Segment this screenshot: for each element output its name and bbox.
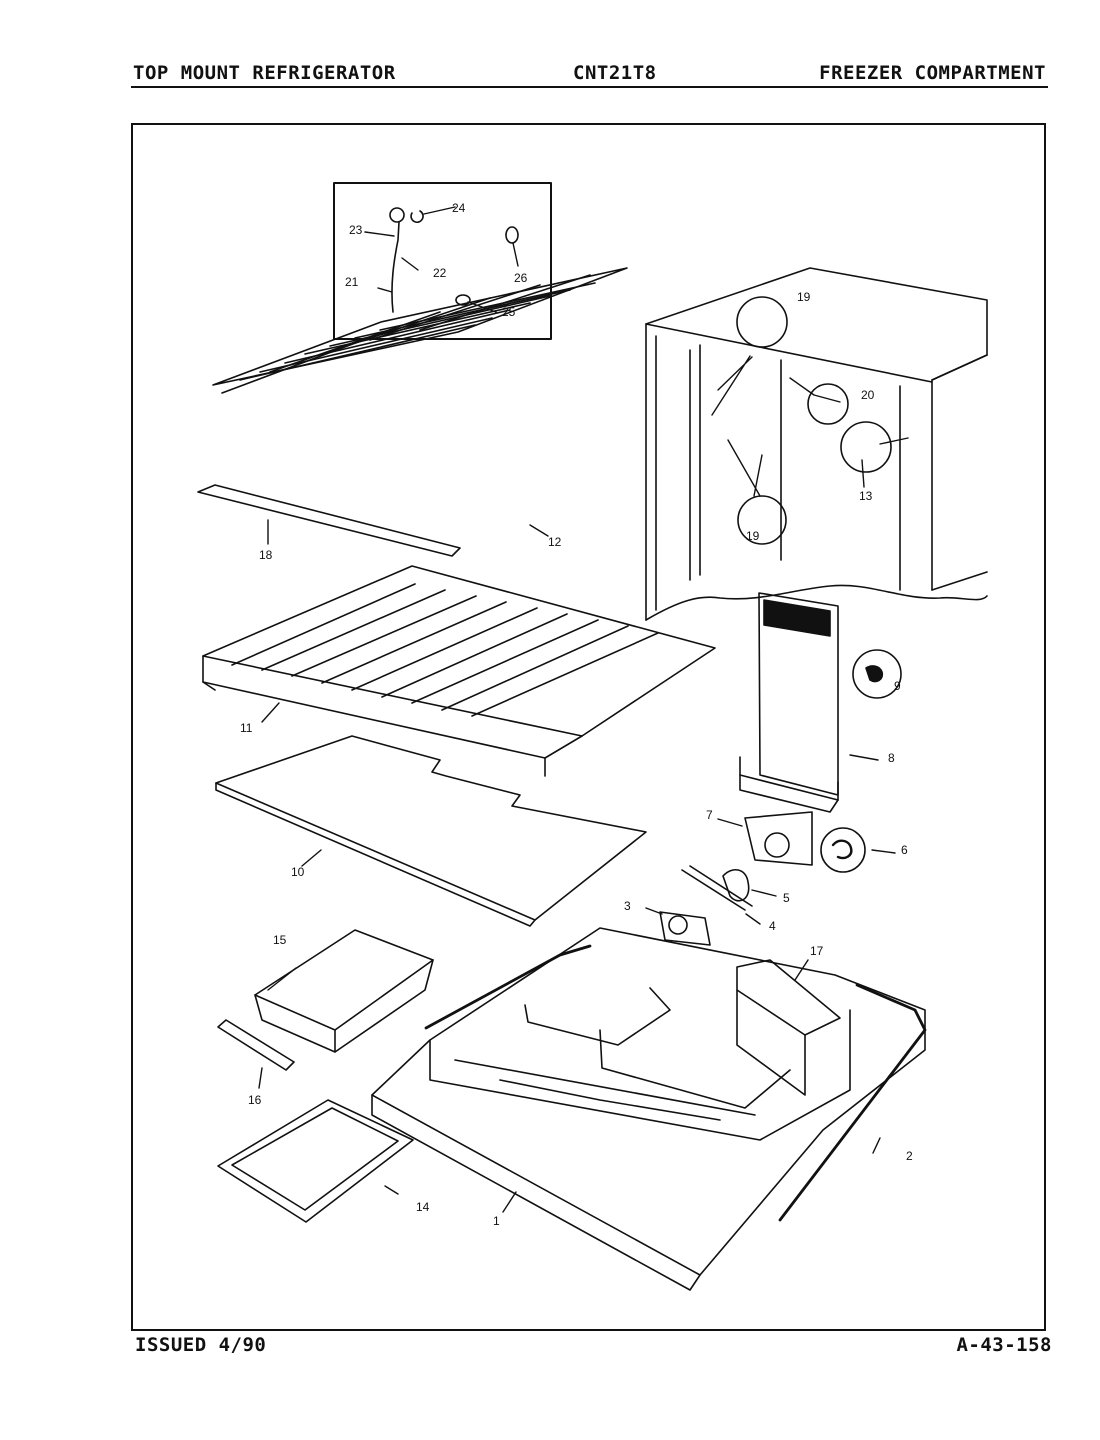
trim-strip (424, 944, 927, 1222)
callout-19-top: 19 (797, 290, 811, 304)
callout-18: 18 (259, 548, 273, 562)
callout-4: 4 (769, 919, 776, 933)
shelf-trim (197, 484, 461, 557)
document-code: A-43-158 (956, 1334, 1052, 1356)
callout-12: 12 (548, 535, 562, 549)
callout-10: 10 (291, 865, 305, 879)
callout-9: 9 (894, 679, 901, 693)
inset-small-parts (333, 182, 552, 340)
panel-insulation (215, 735, 647, 927)
header-rule (131, 86, 1048, 88)
freezer-shelf-tray (202, 565, 716, 777)
callout-15: 15 (273, 933, 287, 947)
callout-14: 14 (416, 1200, 430, 1214)
callout-20: 20 (861, 388, 875, 402)
callout-26: 26 (514, 271, 528, 285)
callout-19-bottom: 19 (746, 529, 760, 543)
callout-1: 1 (493, 1214, 500, 1228)
storage-bin (254, 929, 434, 1053)
callout-7: 7 (706, 808, 713, 822)
callout-bubbles (736, 296, 892, 545)
callout-8: 8 (888, 751, 895, 765)
callout-23: 23 (349, 223, 363, 237)
callout-21: 21 (345, 275, 359, 289)
diagram-frame (131, 123, 1046, 1331)
callout-16: 16 (248, 1093, 262, 1107)
callout-5: 5 (783, 891, 790, 905)
cabinet-freezer-liner (645, 267, 988, 621)
callout-11: 11 (240, 721, 253, 735)
callout-3: 3 (624, 899, 631, 913)
evaporator-cover (739, 592, 902, 813)
ice-cube-tray (217, 1099, 414, 1223)
callout-labels: 1 2 3 4 5 6 7 8 9 10 11 12 13 14 15 16 1… (240, 201, 913, 1228)
header-model-number: CNT21T8 (573, 62, 657, 84)
callout-17: 17 (810, 944, 824, 958)
issue-date: ISSUED 4/90 (135, 1334, 267, 1356)
callout-24: 24 (452, 201, 466, 215)
wire-shelf (212, 267, 628, 394)
air-duct (736, 959, 841, 1096)
header-model-type: TOP MOUNT REFRIGERATOR (133, 62, 396, 84)
callout-13: 13 (859, 489, 873, 503)
callout-25: 25 (502, 305, 516, 319)
bin-front (217, 1019, 295, 1071)
callout-22: 22 (433, 266, 447, 280)
callout-2: 2 (906, 1149, 913, 1163)
header-section-title: FREEZER COMPARTMENT (819, 62, 1046, 84)
callout-6: 6 (901, 843, 908, 857)
leader-lines (258, 206, 909, 1213)
fan-motor-assembly (659, 811, 866, 946)
freezer-bottom-liner (371, 927, 926, 1291)
